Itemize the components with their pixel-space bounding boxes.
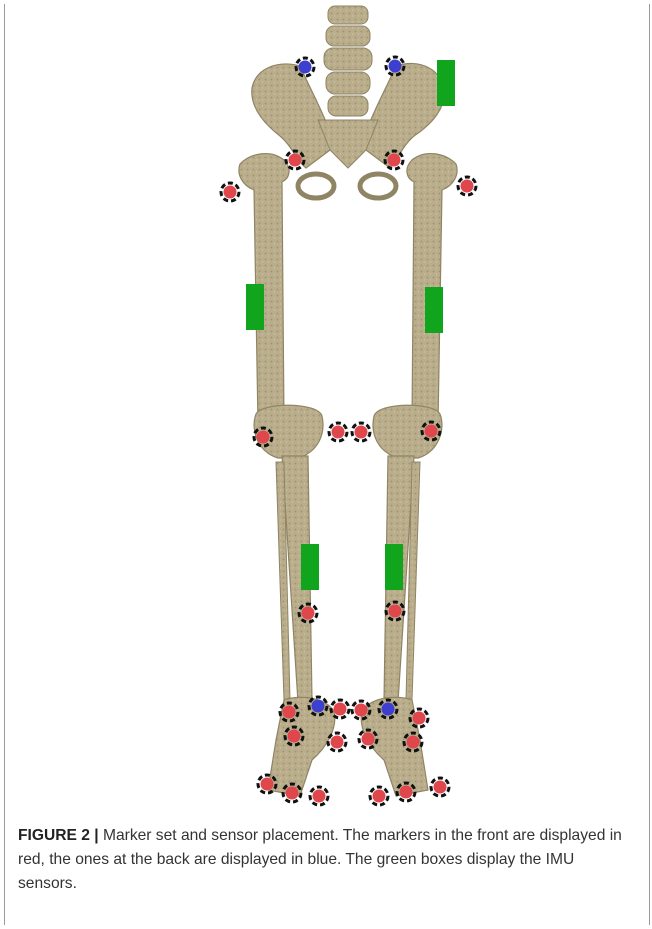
front-marker [310,787,328,805]
imu-sensor-left-shank [301,544,319,590]
front-marker [283,784,301,802]
imu-sensor-right-shank [385,544,403,590]
front-marker [329,423,347,441]
front-marker [458,177,476,195]
front-marker [370,787,388,805]
figure-label: FIGURE 2 | [18,827,99,844]
front-marker [431,778,449,796]
skeleton-illustration [0,0,652,820]
imu-sensor-left-thigh [246,284,264,330]
imu-sensor-pelvis [437,60,455,106]
front-marker [397,783,415,801]
left-leg-bones [239,154,335,796]
front-marker [352,423,370,441]
spine [324,6,372,116]
imu-sensor-right-thigh [425,287,443,333]
front-marker [328,733,346,751]
caption-text: Marker set and sensor placement. The mar… [18,827,622,892]
right-leg-bones [361,154,457,796]
front-marker [221,183,239,201]
figure-caption: FIGURE 2 | Marker set and sensor placeme… [18,824,630,896]
